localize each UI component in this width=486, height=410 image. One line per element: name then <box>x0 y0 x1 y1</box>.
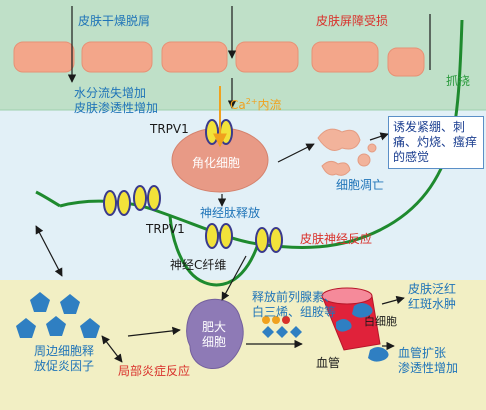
apoptotic-fragment-4 <box>367 143 377 153</box>
vessel-label: 血管 <box>316 356 341 370</box>
vasodilation-label-2: 渗透性增加 <box>398 361 459 375</box>
trpv1-lobe-left <box>205 119 219 145</box>
dry-scaling-label: 皮肤干燥脱屑 <box>78 14 151 28</box>
scratch-label: 抓挠 <box>446 74 471 88</box>
neuro-reaction-label: 皮肤神经反应 <box>300 232 373 246</box>
scale-6 <box>387 47 425 77</box>
flush-label-1: 皮肤泛红 <box>408 282 457 296</box>
trpv1-top-label: TRPV1 <box>150 122 189 136</box>
trpv1-nerve-channel-3 <box>205 223 233 249</box>
trpv1-n4-lobe-b <box>269 227 283 253</box>
cell-apoptosis-label: 细胞凋亡 <box>336 178 385 192</box>
c-fiber-label: 神经C纤维 <box>170 258 227 272</box>
nerve-branch-left <box>35 190 61 208</box>
surrounding-label-2: 放促炎因子 <box>34 359 95 373</box>
granule-4 <box>262 326 274 338</box>
trpv1-n1-lobe-a <box>103 190 117 216</box>
arrow-vessel-to-flush <box>381 295 405 305</box>
trpv1-nerve-channel-1 <box>103 190 131 216</box>
scale-1 <box>13 41 75 73</box>
water-loss-label-2: 皮肤渗透性增加 <box>74 101 159 115</box>
apoptotic-fragment-2 <box>321 160 351 176</box>
arrow-cells-to-local <box>101 335 123 363</box>
water-loss-label-1: 水分流失增加 <box>74 86 147 100</box>
arrow-nerve-to-surrounding <box>35 225 63 277</box>
mediators-label-1: 释放前列腺素、 <box>252 290 337 304</box>
surrounding-cells <box>16 292 100 338</box>
granule-5 <box>276 326 288 338</box>
ca-influx-suffix: 内流 <box>257 98 282 112</box>
scale-5 <box>311 41 379 73</box>
apoptotic-fragment-1 <box>317 128 361 151</box>
neuropeptide-release-label: 神经肽释放 <box>200 206 261 220</box>
keratinocyte-label: 角化细胞 <box>192 156 241 170</box>
vasodilation-label-1: 血管扩张 <box>398 346 447 360</box>
trpv1-nerve-channel-4 <box>255 227 283 253</box>
mast-cell-label-2: 细胞 <box>202 335 227 349</box>
granule-1 <box>262 316 270 324</box>
trpv1-n4-lobe-a <box>255 227 269 253</box>
apoptotic-fragment-3 <box>357 153 371 167</box>
granule-6 <box>290 326 302 338</box>
barrier-damage-label: 皮肤屏障受损 <box>316 14 389 28</box>
trpv1-n3-lobe-a <box>205 223 219 249</box>
ca-influx-prefix: Ca <box>230 98 246 112</box>
mediators-label-2: 白三烯、组胺等 <box>252 305 337 319</box>
white-cell-1 <box>352 303 373 318</box>
pentagon-cell-5 <box>80 318 100 338</box>
flush-label-2: 红斑水肿 <box>408 297 457 311</box>
dermis-layer <box>0 280 486 410</box>
vessel-opening <box>321 287 373 305</box>
arrow-to-apoptosis <box>277 143 315 163</box>
nerve-c-fiber-branch <box>168 215 260 287</box>
scale-3 <box>161 41 228 73</box>
pentagon-cell-4 <box>46 316 66 336</box>
arrow-nerve-to-mast <box>221 255 247 301</box>
arrow-apoptosis-to-sensation <box>369 132 389 141</box>
white-cell-label: 白细胞 <box>364 315 397 328</box>
local-inflammation-label: 局部炎症反应 <box>118 364 191 378</box>
trpv1-nerve-channel-2 <box>133 185 161 211</box>
mediator-granules <box>262 316 302 338</box>
skin-scales <box>13 41 425 77</box>
granule-3 <box>282 316 290 324</box>
blood-vessel <box>321 287 389 362</box>
trpv1-n2-lobe-b <box>147 185 161 211</box>
scale-2 <box>81 41 153 73</box>
granule-2 <box>272 316 280 324</box>
pentagon-cell-2 <box>60 294 80 314</box>
ca-influx-sup: 2+ <box>245 97 258 106</box>
mast-cell <box>186 298 244 369</box>
pentagon-cell-1 <box>30 292 50 312</box>
trpv1-lobe-right <box>219 119 233 145</box>
scale-4 <box>235 41 299 73</box>
trpv1-bottom-label: TRPV1 <box>146 222 185 236</box>
apoptotic-cell <box>317 128 377 176</box>
ca-influx-label: Ca2+内流 <box>230 94 282 113</box>
trpv1-n1-lobe-b <box>117 190 131 216</box>
pentagon-cell-3 <box>16 318 36 338</box>
mast-cell-label-1: 肥大 <box>202 320 227 334</box>
trpv1-n3-lobe-b <box>219 223 233 249</box>
white-cell-2 <box>336 319 352 332</box>
sensation-box: 诱发紧绷、刺痛、灼烧、瘙痒的感觉 <box>388 116 484 169</box>
surrounding-label-1: 周边细胞释 <box>34 344 95 358</box>
white-cell-3 <box>368 347 389 362</box>
arrow-to-mast-cell <box>127 326 181 337</box>
trpv1-n2-lobe-a <box>133 185 147 211</box>
